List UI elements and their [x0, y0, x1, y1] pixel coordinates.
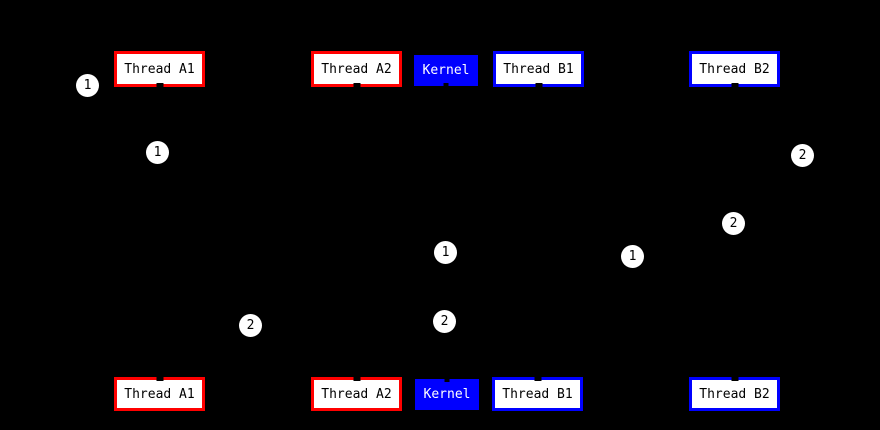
- event-badge: 1: [146, 141, 169, 164]
- arrowhead-notch: [731, 377, 738, 381]
- event-badge: 1: [76, 74, 99, 97]
- node-thread-a2-start: Thread A2: [311, 51, 402, 87]
- node-kernel-start: Kernel: [414, 55, 478, 86]
- node-label: Thread A2: [321, 61, 392, 77]
- arrowhead-notch: [353, 83, 360, 87]
- node-thread-a1-end: Thread A1: [114, 377, 205, 411]
- node-thread-a1-start: Thread A1: [114, 51, 205, 87]
- arrowhead-notch: [156, 377, 163, 381]
- node-label: Thread B2: [699, 61, 770, 77]
- node-thread-a2-end: Thread A2: [311, 377, 402, 411]
- node-label: Thread A1: [124, 386, 195, 402]
- node-label: Thread B2: [699, 386, 770, 402]
- arrowhead-notch: [444, 379, 450, 382]
- node-thread-b1-start: Thread B1: [493, 51, 584, 87]
- arrowhead-notch: [535, 83, 542, 87]
- node-label: Kernel: [422, 63, 470, 78]
- event-badge: 2: [433, 310, 456, 333]
- event-badge: 1: [621, 245, 644, 268]
- arrowhead-notch: [534, 377, 541, 381]
- node-label: Thread A1: [124, 61, 195, 77]
- node-thread-b2-start: Thread B2: [689, 51, 780, 87]
- node-label: Kernel: [423, 387, 471, 402]
- event-badge: 1: [434, 241, 457, 264]
- node-label: Thread B1: [503, 61, 574, 77]
- arrowhead-notch: [443, 83, 449, 86]
- node-label: Thread A2: [321, 386, 392, 402]
- node-label: Thread B1: [502, 386, 573, 402]
- arrowhead-notch: [731, 83, 738, 87]
- event-badge: 2: [722, 212, 745, 235]
- event-badge: 2: [791, 144, 814, 167]
- node-kernel-end: Kernel: [415, 379, 479, 410]
- arrowhead-notch: [353, 377, 360, 381]
- node-thread-b1-end: Thread B1: [492, 377, 583, 411]
- event-badge: 2: [239, 314, 262, 337]
- node-thread-b2-end: Thread B2: [689, 377, 780, 411]
- arrowhead-notch: [156, 83, 163, 87]
